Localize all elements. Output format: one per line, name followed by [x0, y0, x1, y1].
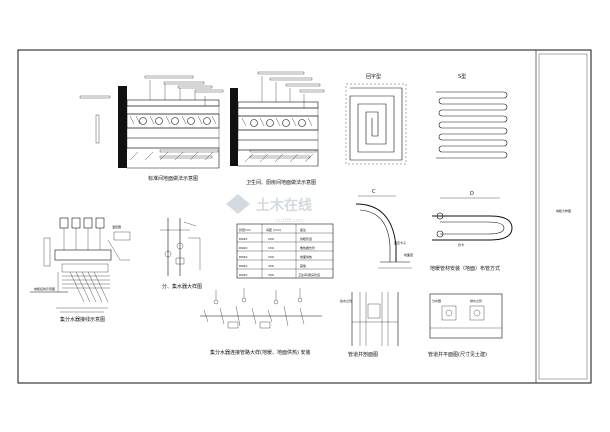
label-floor-surface: 地面层 — [404, 252, 413, 257]
caption-manifold-detail: 分、集水器大样图 — [162, 283, 202, 290]
table-cell: DN20 — [239, 255, 247, 259]
label-c: C — [372, 189, 376, 195]
table-cell: DN20 — [239, 246, 247, 250]
table-cell: DN20 — [239, 237, 247, 241]
table-header: 备注 — [300, 227, 306, 232]
floor-section-bathroom: 卫生间、厨房间地面做法示意图 — [230, 71, 325, 186]
label-shaft-left: 给水立管 — [340, 298, 352, 303]
label-protect-note: 地暖接线示意图 — [34, 286, 55, 291]
title-block-text: 地暖大样图 — [556, 208, 571, 213]
watermark: 土木在线 co188.com — [226, 194, 312, 224]
coil-round-pattern: 回字型 — [345, 73, 407, 165]
label-fix-clip: 固定卡子 — [394, 240, 406, 245]
table-cell: 地面供热 — [300, 254, 312, 259]
table-cell: 散热器支管 — [300, 245, 315, 250]
manifold-detail: 分、集水器大样图 — [160, 218, 202, 290]
table-cell: 卫生间/厨房管道 — [298, 272, 320, 277]
sheet-border — [17, 49, 592, 384]
pipe-shaft-plan: 分水器 排水立管 管道井平面图(尺寸见土建) — [428, 293, 503, 358]
label-pipe-tag: 管卡 — [458, 242, 464, 247]
pipe-shaft-section: 给水立管 管道井剖面图 — [340, 292, 399, 358]
label-shaft-right: 排水立管 — [470, 298, 482, 303]
caption-coil-round: 回字型 — [366, 73, 381, 80]
caption-bend-detail: 地暖管材安装（地面）布管方式 — [430, 265, 500, 272]
table-header: 管径mm — [239, 227, 251, 232]
bend-detail-d: D 管卡 地暖管材安装（地面）布管方式 — [430, 191, 513, 272]
caption-pipe-section: 集分水器连接管路大样(地暖、地面供热) 安装 — [210, 349, 311, 356]
label-manifold-box: 分水器 — [432, 298, 441, 303]
table-cell: 300 — [268, 264, 274, 268]
label-side-note: 温控器 — [112, 224, 121, 229]
floor-section-standard: 标准间地面做法示意图 — [79, 75, 224, 182]
pipe-section-detail: 集分水器连接管路大样(地暖、地面供热) 安装 — [200, 288, 322, 356]
caption-manifold-connection: 集分水器接线示意图 — [60, 316, 105, 323]
spec-table: 管径mm 间距 (mm) 备注 DN20 200 供暖管道 DN20 150 散… — [236, 223, 334, 279]
caption-floor-bathroom: 卫生间、厨房间地面做法示意图 — [246, 179, 316, 186]
table-cell: 150 — [268, 246, 274, 250]
caption-floor-standard: 标准间地面做法示意图 — [148, 175, 198, 182]
watermark-logo-icon — [226, 194, 250, 214]
table-cell: 其他 — [300, 263, 306, 268]
table-cell: DN20 — [239, 273, 247, 277]
manifold-connection-diagram: 地暖接线示意图 温控器 集分水器接线示意图 — [30, 217, 131, 323]
coil-s-pattern: S型 — [436, 73, 508, 159]
table-cell: 300 — [268, 273, 274, 277]
table-cell: DN20 — [239, 264, 247, 268]
label-d: D — [470, 191, 474, 197]
table-cell: 供暖管道 — [300, 236, 312, 241]
watermark-sub: co188.com — [276, 218, 304, 224]
caption-pipe-shaft-section: 管道井剖面图 — [348, 351, 378, 358]
caption-pipe-shaft-plan: 管道井平面图(尺寸见土建) — [428, 351, 487, 358]
table-cell: 200 — [268, 255, 274, 259]
watermark-text: 土木在线 — [256, 197, 312, 214]
title-block — [538, 53, 588, 380]
bend-detail-c: C 固定卡子 地面层 — [355, 189, 413, 269]
caption-coil-s: S型 — [458, 73, 466, 80]
table-header: 间距 (mm) — [266, 227, 281, 232]
table-cell: 200 — [268, 237, 274, 241]
